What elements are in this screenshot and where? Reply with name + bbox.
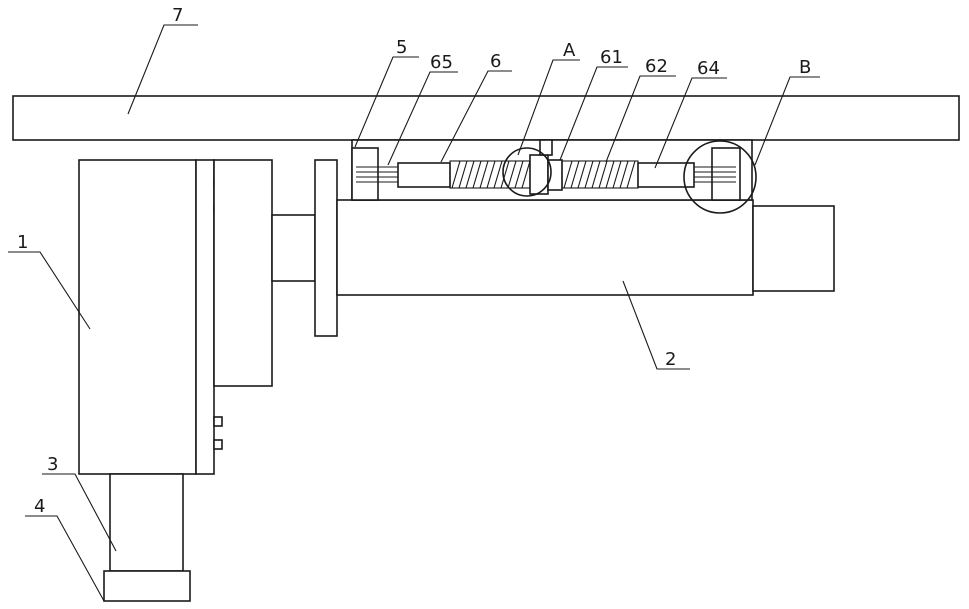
beam-7 [13,96,959,140]
label-1: 1 [17,232,28,253]
motor-block [214,160,272,386]
foot-4 [104,571,190,601]
label-2: 2 [665,349,676,370]
label-7: 7 [172,5,183,26]
left-end-block [352,148,378,200]
label-3: 3 [47,454,58,475]
coupling-shaft [272,215,315,281]
housing-1 [79,160,196,474]
label-65: 65 [430,52,453,73]
label-5: 5 [396,37,407,58]
label-4: 4 [34,496,45,517]
label-a: A [563,40,576,61]
label-b: B [799,57,811,78]
cylinder-2 [337,200,753,295]
label-6: 6 [490,51,501,72]
mount-flange [315,160,337,336]
label-64: 64 [697,58,720,79]
right-end-block [712,148,740,200]
rod-6 [398,163,450,187]
housing-1-flange [196,160,214,474]
label-62: 62 [645,56,668,77]
column-3 [110,474,183,571]
cylinder-end-cap [753,206,834,291]
label-61: 61 [600,47,623,68]
